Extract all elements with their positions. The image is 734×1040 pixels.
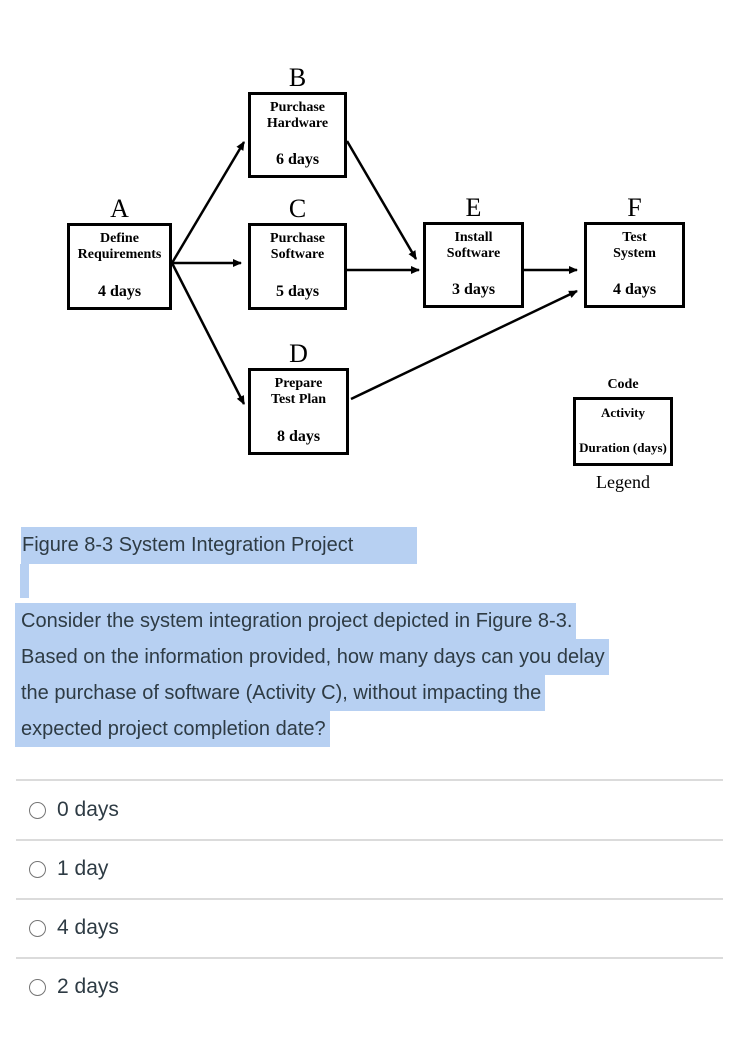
node-A-duration: 4 days: [97, 283, 142, 300]
figure-caption-line: Figure 8-3 System Integration Project: [21, 527, 418, 564]
question-line-text: the purchase of software (Activity C), w…: [15, 675, 546, 711]
node-B-title: Purchase Hardware: [266, 100, 329, 131]
divider: [16, 839, 723, 841]
divider: [16, 898, 723, 900]
option-label[interactable]: 4 days: [57, 916, 119, 939]
question-line: Consider the system integration project …: [15, 603, 609, 639]
answer-option-4-days[interactable]: 4 days: [0, 899, 734, 957]
selection-empty-line: [20, 564, 29, 603]
node-E: E Install Software 3 days: [423, 195, 524, 308]
legend-activity-label: Activity: [600, 405, 646, 420]
option-label[interactable]: 0 days: [57, 798, 119, 821]
option-label[interactable]: 2 days: [57, 975, 119, 998]
node-B-duration: 6 days: [275, 151, 320, 168]
node-E-duration: 3 days: [451, 281, 496, 298]
node-C-box: Purchase Software 5 days: [248, 223, 347, 310]
figure-caption: Figure 8-3 System Integration Project: [21, 527, 418, 564]
node-F-box: Test System 4 days: [584, 222, 685, 308]
node-C: C Purchase Software 5 days: [248, 196, 347, 310]
node-F-title: Test System: [613, 230, 656, 261]
question-line: expected project completion date?: [15, 711, 609, 747]
node-A: A Define Requirements 4 days: [67, 196, 172, 310]
question-line: the purchase of software (Activity C), w…: [15, 675, 609, 711]
connector-arrows: [170, 140, 578, 405]
legend-caption: Legend: [596, 472, 650, 492]
node-D-box: Prepare Test Plan 8 days: [248, 368, 349, 455]
radio-button[interactable]: [29, 919, 46, 937]
arrow-B-E: [345, 140, 418, 260]
legend-duration-label: Duration (days): [579, 440, 667, 455]
selection-highlight-strip: [20, 564, 29, 598]
node-E-box: Install Software 3 days: [423, 222, 524, 308]
question-line: Based on the information provided, how m…: [15, 639, 609, 675]
question-line-text: Consider the system integration project …: [15, 603, 577, 639]
node-E-title: Install Software: [446, 230, 501, 261]
answer-option-2-days[interactable]: 2 days: [0, 958, 734, 1016]
legend-box: Activity Duration (days): [573, 397, 673, 466]
node-A-box: Define Requirements 4 days: [67, 223, 172, 310]
legend: Code Activity Duration (days) Legend: [573, 374, 673, 493]
node-B: B Purchase Hardware 6 days: [248, 65, 347, 178]
question-text: Consider the system integration project …: [15, 603, 609, 747]
node-F-letter: F: [627, 193, 642, 222]
radio-button[interactable]: [29, 801, 46, 819]
node-B-box: Purchase Hardware 6 days: [248, 92, 347, 178]
answer-option-1-day[interactable]: 1 day: [0, 840, 734, 898]
node-A-letter: A: [110, 194, 129, 223]
node-F-duration: 4 days: [612, 281, 657, 298]
arrow-D-F: [350, 289, 578, 401]
node-C-letter: C: [288, 194, 307, 223]
question-line-text: expected project completion date?: [15, 711, 330, 747]
arrow-A-D: [170, 262, 246, 405]
divider: [16, 957, 723, 959]
arrow-A-B: [170, 141, 246, 264]
node-E-letter: E: [465, 193, 482, 222]
node-B-letter: B: [288, 63, 307, 92]
node-D-duration: 8 days: [276, 428, 321, 445]
node-F: F Test System 4 days: [584, 195, 685, 308]
legend-code-label: Code: [607, 377, 639, 392]
question-line-text: Based on the information provided, how m…: [15, 639, 609, 675]
node-D-letter: D: [289, 339, 308, 368]
answer-option-0-days[interactable]: 0 days: [0, 781, 734, 839]
node-A-title: Define Requirements: [77, 231, 162, 262]
project-network-diagram: A Define Requirements 4 days B Purchase …: [67, 65, 685, 493]
radio-button[interactable]: [29, 860, 46, 878]
node-C-duration: 5 days: [275, 283, 320, 300]
divider: [16, 779, 723, 781]
node-C-title: Purchase Software: [270, 231, 325, 262]
option-label[interactable]: 1 day: [57, 857, 109, 880]
node-D-title: Prepare Test Plan: [270, 376, 327, 407]
node-D: D Prepare Test Plan 8 days: [248, 341, 349, 455]
radio-button[interactable]: [29, 978, 46, 996]
